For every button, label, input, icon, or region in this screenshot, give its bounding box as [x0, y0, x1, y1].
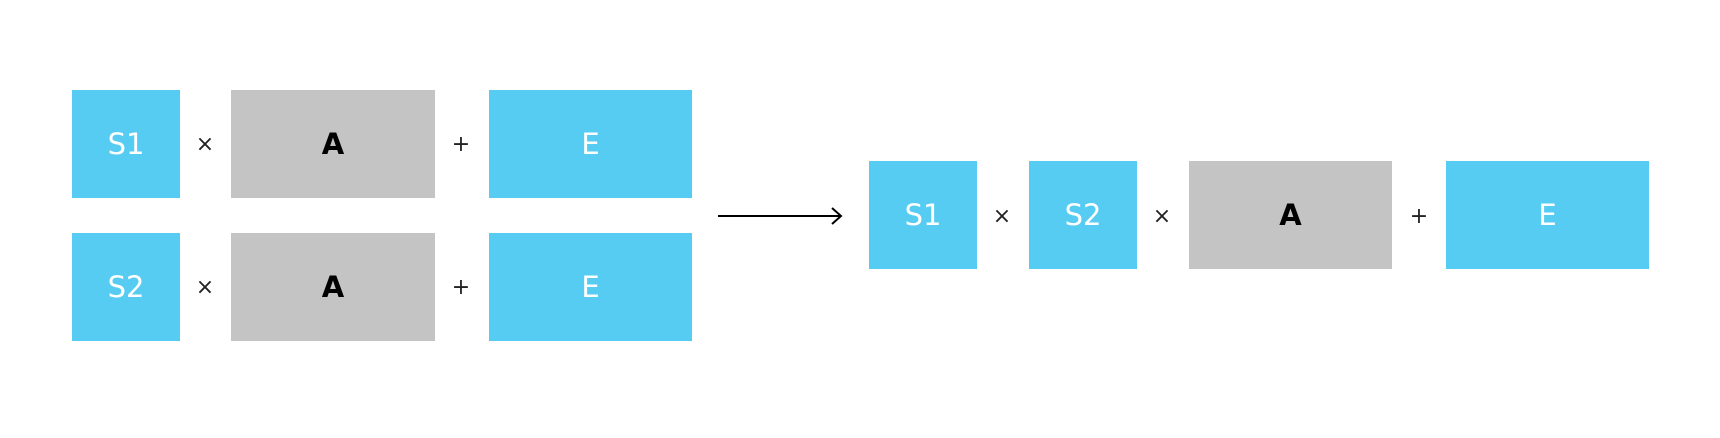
right-e-box: E	[1446, 161, 1649, 269]
right-times-operator-2: ×	[1152, 203, 1172, 229]
left-row2-plus-operator: +	[451, 274, 471, 300]
right-plus-operator: +	[1409, 203, 1429, 229]
right-times-operator-1: ×	[992, 203, 1012, 229]
right-arrow-icon	[718, 207, 843, 225]
left-row1-e-box: E	[489, 90, 692, 198]
left-row2-s2-box: S2	[72, 233, 180, 341]
left-row1-plus-operator: +	[451, 131, 471, 157]
left-row2-e-box: E	[489, 233, 692, 341]
right-s1-box: S1	[869, 161, 977, 269]
right-s2-box: S2	[1029, 161, 1137, 269]
right-a-box: A	[1189, 161, 1392, 269]
left-row1-s1-box: S1	[72, 90, 180, 198]
left-row2-a-box: A	[231, 233, 435, 341]
left-row1-a-box: A	[231, 90, 435, 198]
left-row2-times-operator: ×	[195, 274, 215, 300]
left-row1-times-operator: ×	[195, 131, 215, 157]
